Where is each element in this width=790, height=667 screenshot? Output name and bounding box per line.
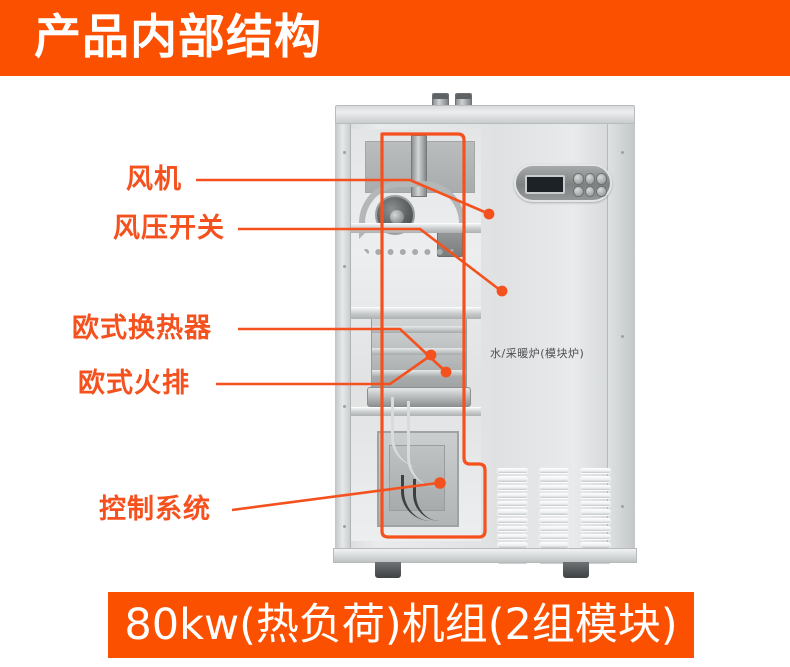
panel-button-2[interactable]: [584, 173, 596, 185]
panel-button-6[interactable]: [596, 185, 607, 197]
panel-button-5[interactable]: [584, 185, 596, 197]
product-spec-title: 80kw(热负荷)机组(2组模块): [124, 600, 678, 650]
callout-label-control-system: 控制系统: [99, 494, 211, 525]
page-title: 产品内部结构: [34, 10, 322, 65]
top-pipe-stub-right: [455, 93, 472, 107]
panel-button-3[interactable]: [596, 173, 607, 185]
footer-banner: 80kw(热负荷)机组(2组模块): [108, 592, 694, 658]
interior-shelf-top: [351, 223, 481, 233]
interior-shelf-middle: [351, 307, 481, 319]
control-panel-buttons[interactable]: [573, 173, 607, 197]
cutaway-interior: [351, 129, 481, 541]
boiler-cabinet: 水/采暖炉(模块炉): [333, 93, 637, 578]
panel-button-4[interactable]: [573, 185, 584, 197]
callout-label-pressure-switch: 风压开关: [113, 213, 225, 244]
callout-label-fan: 风机: [126, 164, 182, 195]
control-display-screen: [525, 175, 565, 194]
callout-label-burner: 欧式火排: [78, 368, 190, 399]
fan-hub: [390, 210, 404, 224]
cabinet-foot-left: [375, 562, 401, 578]
cabinet-foot-right: [563, 562, 589, 578]
cabinet-base-plinth: [333, 548, 637, 563]
panel-button-1[interactable]: [573, 173, 584, 185]
header-banner: 产品内部结构: [0, 0, 790, 76]
corrugated-hose: [363, 249, 455, 285]
product-photo-stage: 水/采暖炉(模块炉): [0, 76, 790, 592]
cabinet-top-cap: [335, 105, 635, 124]
control-panel[interactable]: [514, 164, 612, 202]
heat-exchanger-component: [371, 317, 467, 391]
cabinet-left-rail: [335, 124, 351, 548]
callout-label-heat-exchanger: 欧式换热器: [72, 313, 212, 344]
product-body-text: 水/采暖炉(模块炉): [490, 347, 585, 360]
